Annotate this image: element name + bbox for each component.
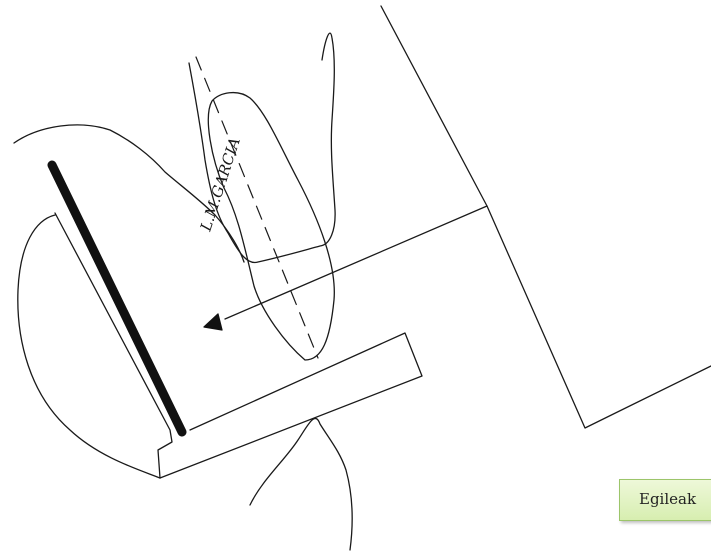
film-holder-bite-block xyxy=(55,213,172,478)
xray-cone-outline xyxy=(381,6,711,428)
central-ray-line xyxy=(225,206,487,319)
caption-label: Egileak xyxy=(639,490,696,508)
caption-box: Egileak xyxy=(619,479,711,521)
lower-soft-tissue-contour xyxy=(250,418,352,550)
central-ray-arrowhead xyxy=(204,314,222,330)
xray-film xyxy=(52,165,182,432)
film-holder-arm xyxy=(160,333,422,478)
